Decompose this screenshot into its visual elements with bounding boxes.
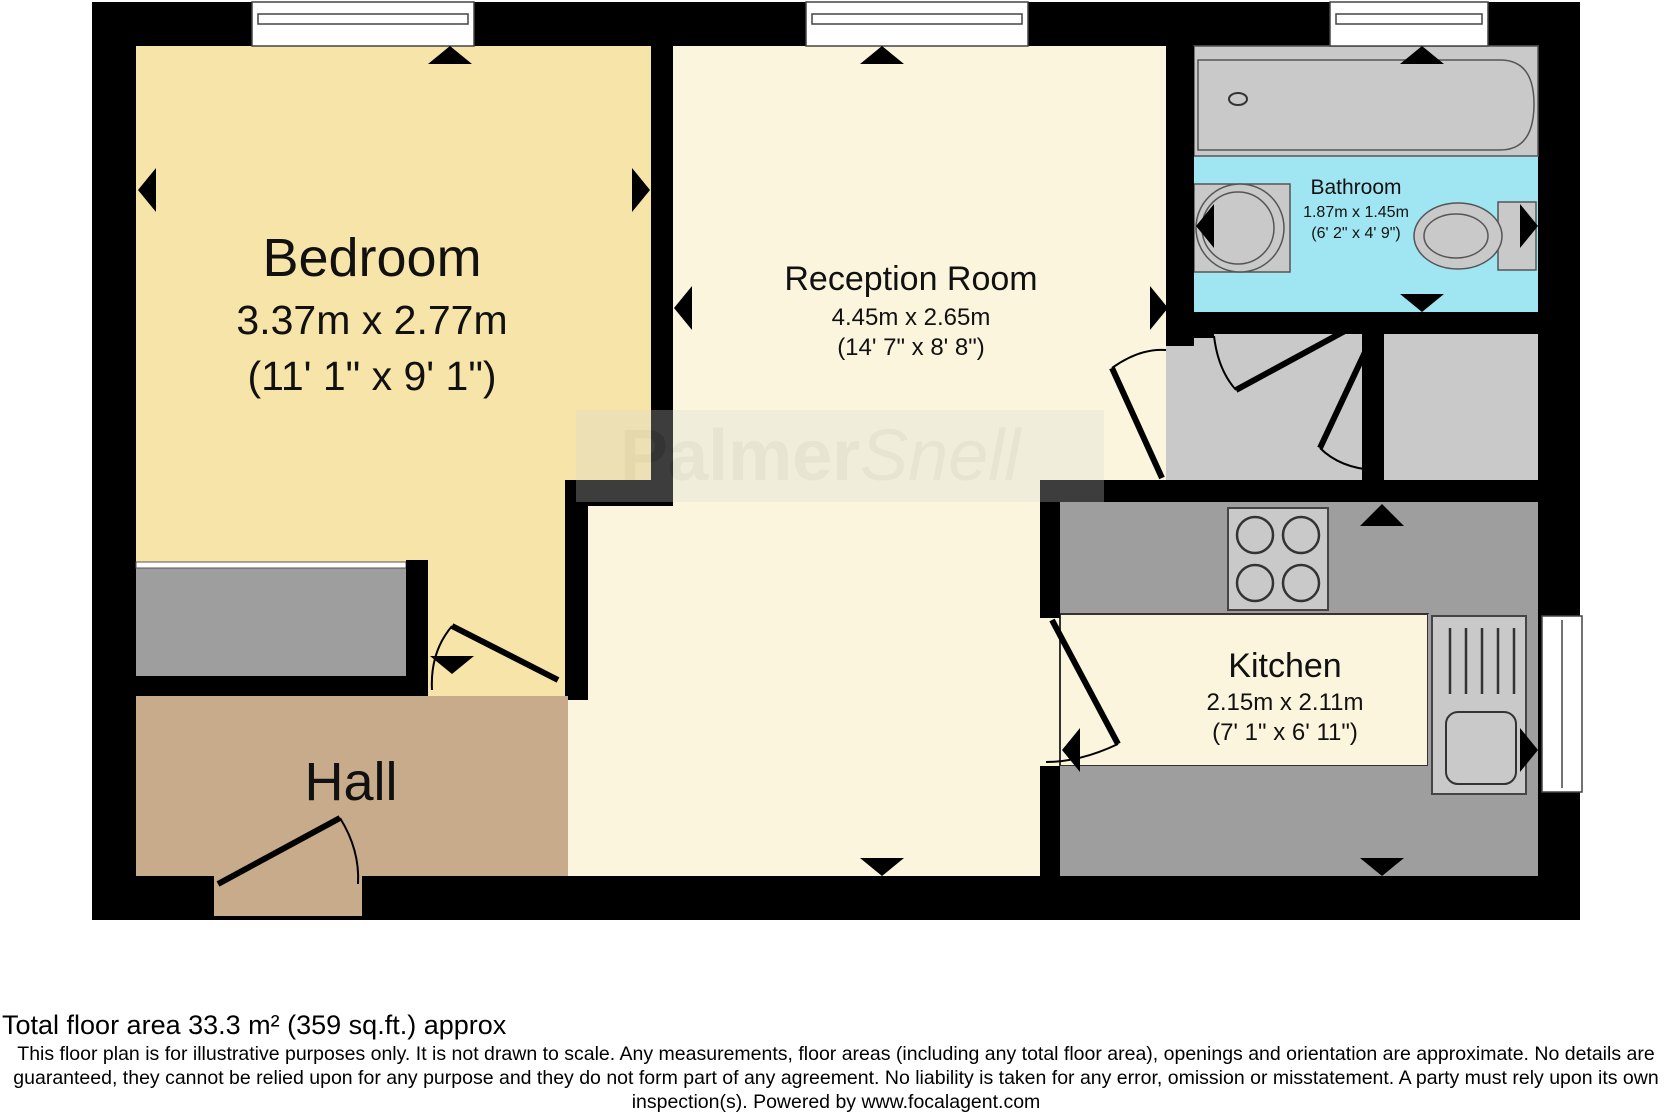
bedroom-metric: 3.37m x 2.77m — [236, 297, 507, 343]
kitchen-left-wall-top — [1040, 480, 1060, 618]
floor-plan: PalmerSnell Bedroom 3.37m x 2.77m (11' 1… — [92, 1, 1583, 920]
hob-ring-2 — [1281, 515, 1321, 555]
wardrobe-side-wall — [406, 560, 428, 696]
watermark-part1: Palmer — [620, 416, 860, 496]
corridor-floor-2 — [1384, 334, 1538, 480]
reception-imperial: (14' 7" x 8' 8") — [837, 334, 985, 361]
toilet-cistern — [1497, 201, 1537, 271]
entrance-threshold — [214, 876, 362, 916]
cupboard-door — [1317, 348, 1369, 450]
bath-gap — [1194, 318, 1214, 338]
footer: Total floor area 33.3 m² (359 sq.ft.) ap… — [0, 1010, 1672, 1114]
kitchen-metric: 2.15m x 2.11m — [1207, 689, 1364, 716]
watermark: PalmerSnell — [576, 410, 1104, 502]
window-bathroom — [1329, 1, 1489, 47]
corridor-door — [1109, 366, 1165, 480]
hall-bedroom-wall — [136, 676, 428, 696]
cupboard-door-swing — [1319, 447, 1375, 471]
kitchen-door-swing — [1045, 743, 1119, 763]
bedroom-door — [450, 623, 560, 683]
kitchen-door — [1049, 618, 1121, 746]
wardrobe — [136, 568, 406, 676]
bathtub-basin — [1197, 59, 1535, 151]
bathtub-drain — [1228, 92, 1248, 106]
kitchen-wall-top — [1040, 480, 1554, 502]
svg-text:PalmerSnell: PalmerSnell — [620, 416, 1022, 496]
hall-floor — [136, 696, 568, 876]
reception-floor-notch — [588, 506, 673, 876]
hob-ring-1 — [1235, 515, 1275, 555]
bedroom-name: Bedroom — [262, 228, 481, 288]
reception-metric: 4.45m x 2.65m — [832, 304, 991, 331]
bathroom-name: Bathroom — [1310, 176, 1401, 199]
hob-ring-4 — [1281, 563, 1321, 603]
bathroom-imperial: (6' 2" x 4' 9") — [1311, 225, 1401, 242]
kitchen-name: Kitchen — [1228, 647, 1341, 685]
bedroom-door-swing — [430, 625, 453, 691]
hob-ring-3 — [1235, 563, 1275, 603]
measurement-arrows — [138, 46, 1538, 876]
sink-bowl — [1445, 711, 1517, 785]
window-reception — [805, 1, 1029, 47]
bathroom-metric: 1.87m x 1.45m — [1303, 204, 1409, 221]
bathroom-door — [1234, 323, 1356, 393]
reception-name: Reception Room — [784, 260, 1037, 298]
entrance-door-swing — [339, 817, 360, 885]
corridor-divider-wall — [1362, 312, 1384, 488]
bath-left-wall — [1166, 46, 1194, 346]
wardrobe-rail — [135, 561, 407, 569]
kitchen-imperial: (7' 1" x 6' 11") — [1212, 719, 1358, 746]
kitchen-left-wall-bottom — [1040, 766, 1060, 876]
hob — [1227, 507, 1329, 611]
window-bedroom — [251, 1, 475, 47]
corridor-door-swing — [1111, 348, 1167, 369]
watermark-part2: Snell — [860, 416, 1022, 496]
bathroom-door-swing — [1213, 335, 1237, 391]
toilet-seat — [1423, 213, 1489, 259]
hall-name: Hall — [304, 752, 397, 812]
entrance-door — [216, 815, 342, 887]
drainer-grooves — [1448, 628, 1516, 694]
total-floor-area: Total floor area 33.3 m² (359 sq.ft.) ap… — [2, 1010, 507, 1040]
bedroom-imperial: (11' 1" x 9' 1") — [247, 353, 496, 399]
kitchen-floor — [1060, 614, 1428, 766]
disclaimer: This floor plan is for illustrative purp… — [13, 1043, 1659, 1113]
